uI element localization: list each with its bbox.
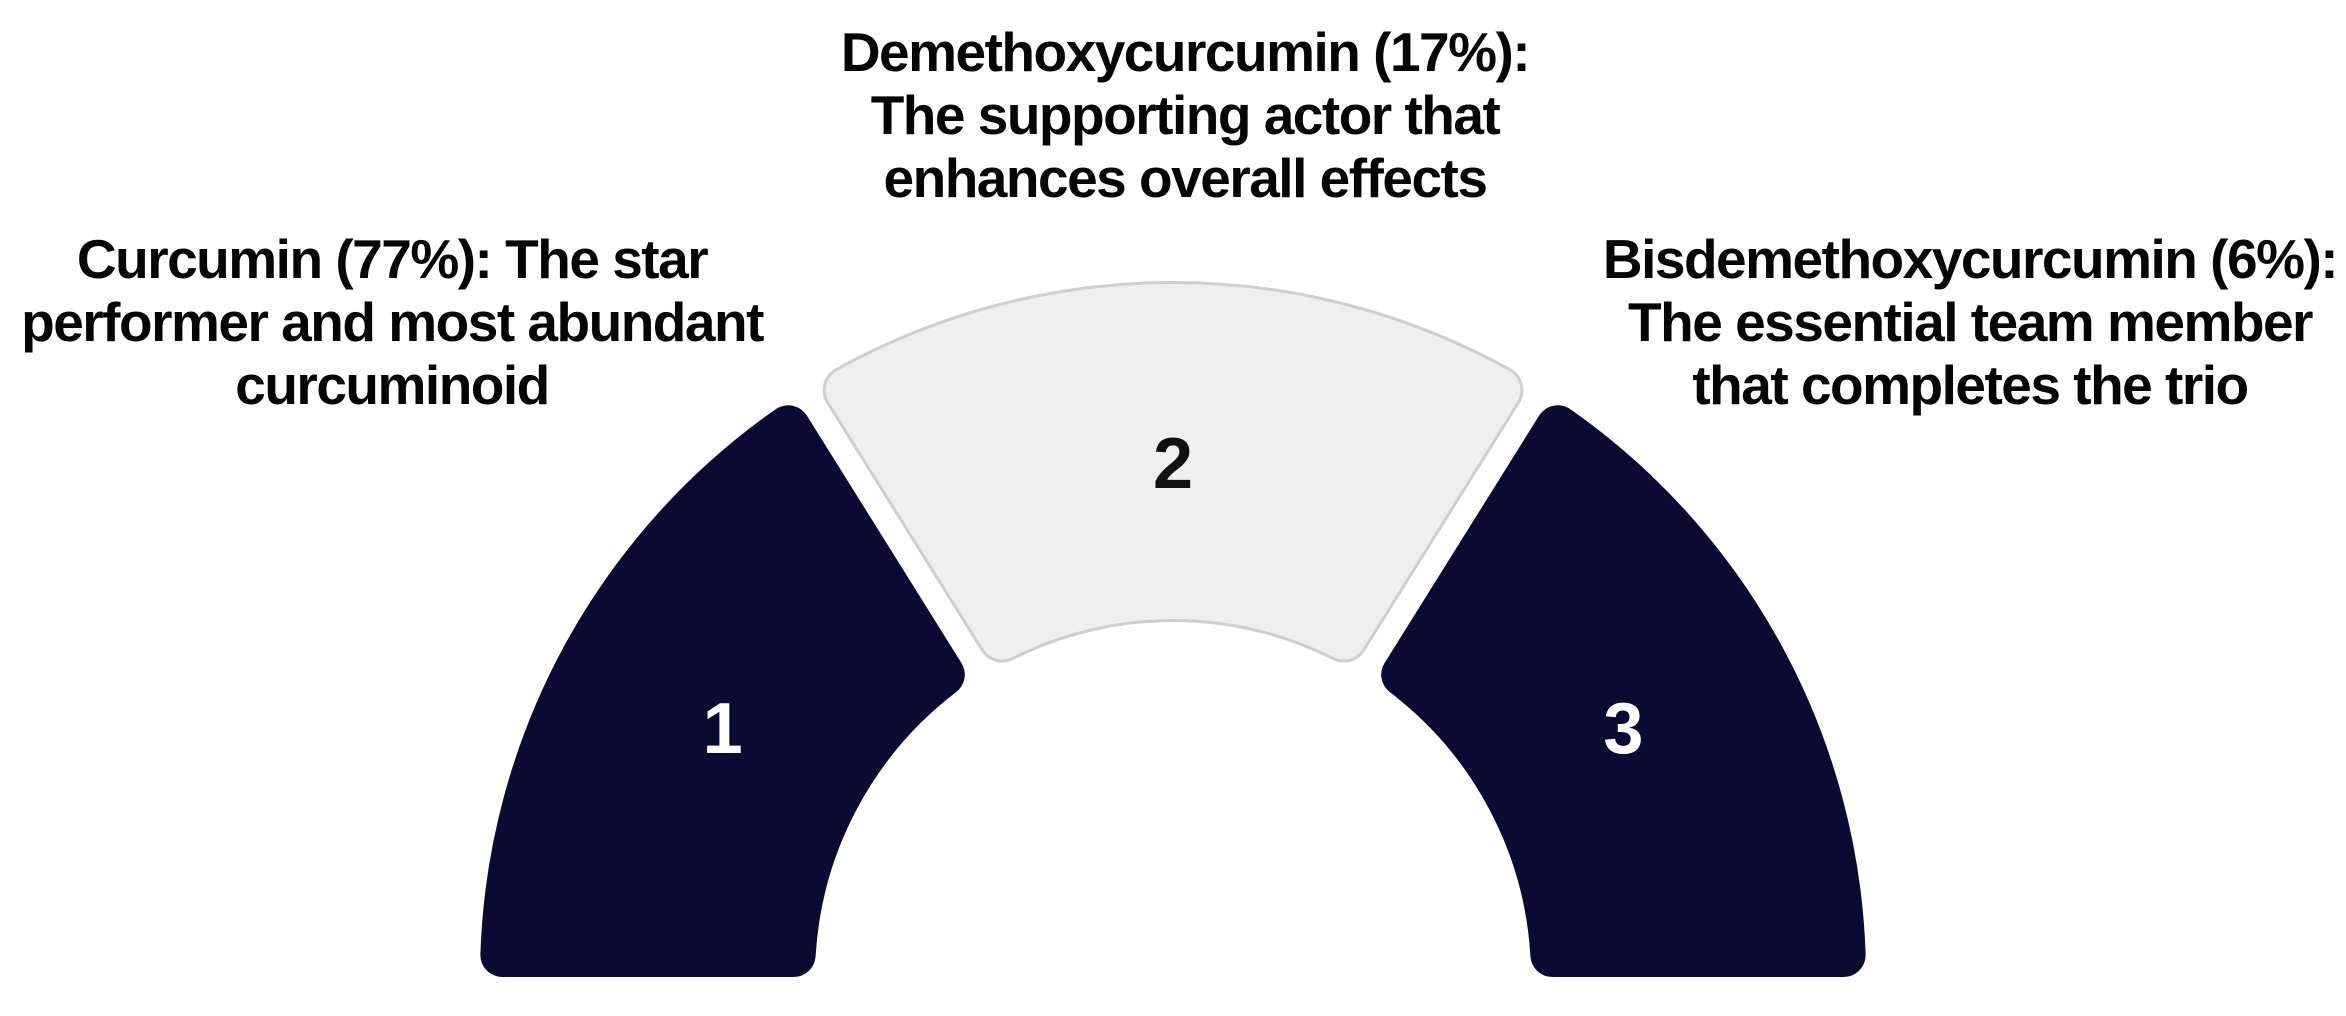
segment-2-label: Demethoxycurcumin (17%): The supporting … bbox=[840, 21, 1531, 209]
segment-1-shape bbox=[480, 405, 965, 977]
segment-3-shape bbox=[1381, 405, 1866, 977]
segment-2-number: 2 bbox=[1153, 424, 1193, 504]
segment-2-shape bbox=[825, 284, 1521, 660]
segment-1-number: 1 bbox=[703, 689, 743, 769]
segment-1-label: Curcumin (77%): The star performer and m… bbox=[21, 228, 764, 416]
segment-3-number: 3 bbox=[1603, 689, 1643, 769]
segment-3-label: Bisdemethoxycurcumin (6%): The essential… bbox=[1602, 228, 2339, 416]
